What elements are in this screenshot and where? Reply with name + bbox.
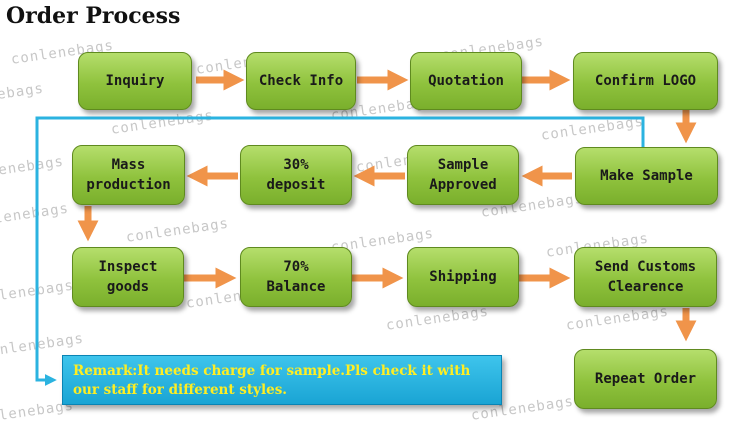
node-deposit: 30% deposit: [240, 145, 352, 205]
node-repeat-order: Repeat Order: [574, 349, 717, 409]
remark-note: Remark:It needs charge for sample.Pls ch…: [62, 355, 502, 405]
node-confirm-logo: Confirm LOGO: [573, 52, 718, 110]
node-balance: 70% Balance: [240, 247, 352, 307]
node-inspect-goods: Inspect goods: [72, 247, 184, 307]
node-send-customs: Send Customs Clearence: [574, 247, 717, 307]
page-title: Order Process: [6, 3, 181, 29]
node-inquiry: Inquiry: [78, 52, 192, 110]
node-mass-production: Mass production: [72, 145, 185, 205]
flow-arrows: [77, 69, 697, 342]
node-make-sample: Make Sample: [575, 147, 718, 205]
node-shipping: Shipping: [407, 247, 519, 307]
node-check-info: Check Info: [246, 52, 356, 110]
feedback-connector-line: [35, 116, 645, 386]
node-quotation: Quotation: [410, 52, 522, 110]
node-sample-approved: Sample Approved: [407, 145, 519, 205]
